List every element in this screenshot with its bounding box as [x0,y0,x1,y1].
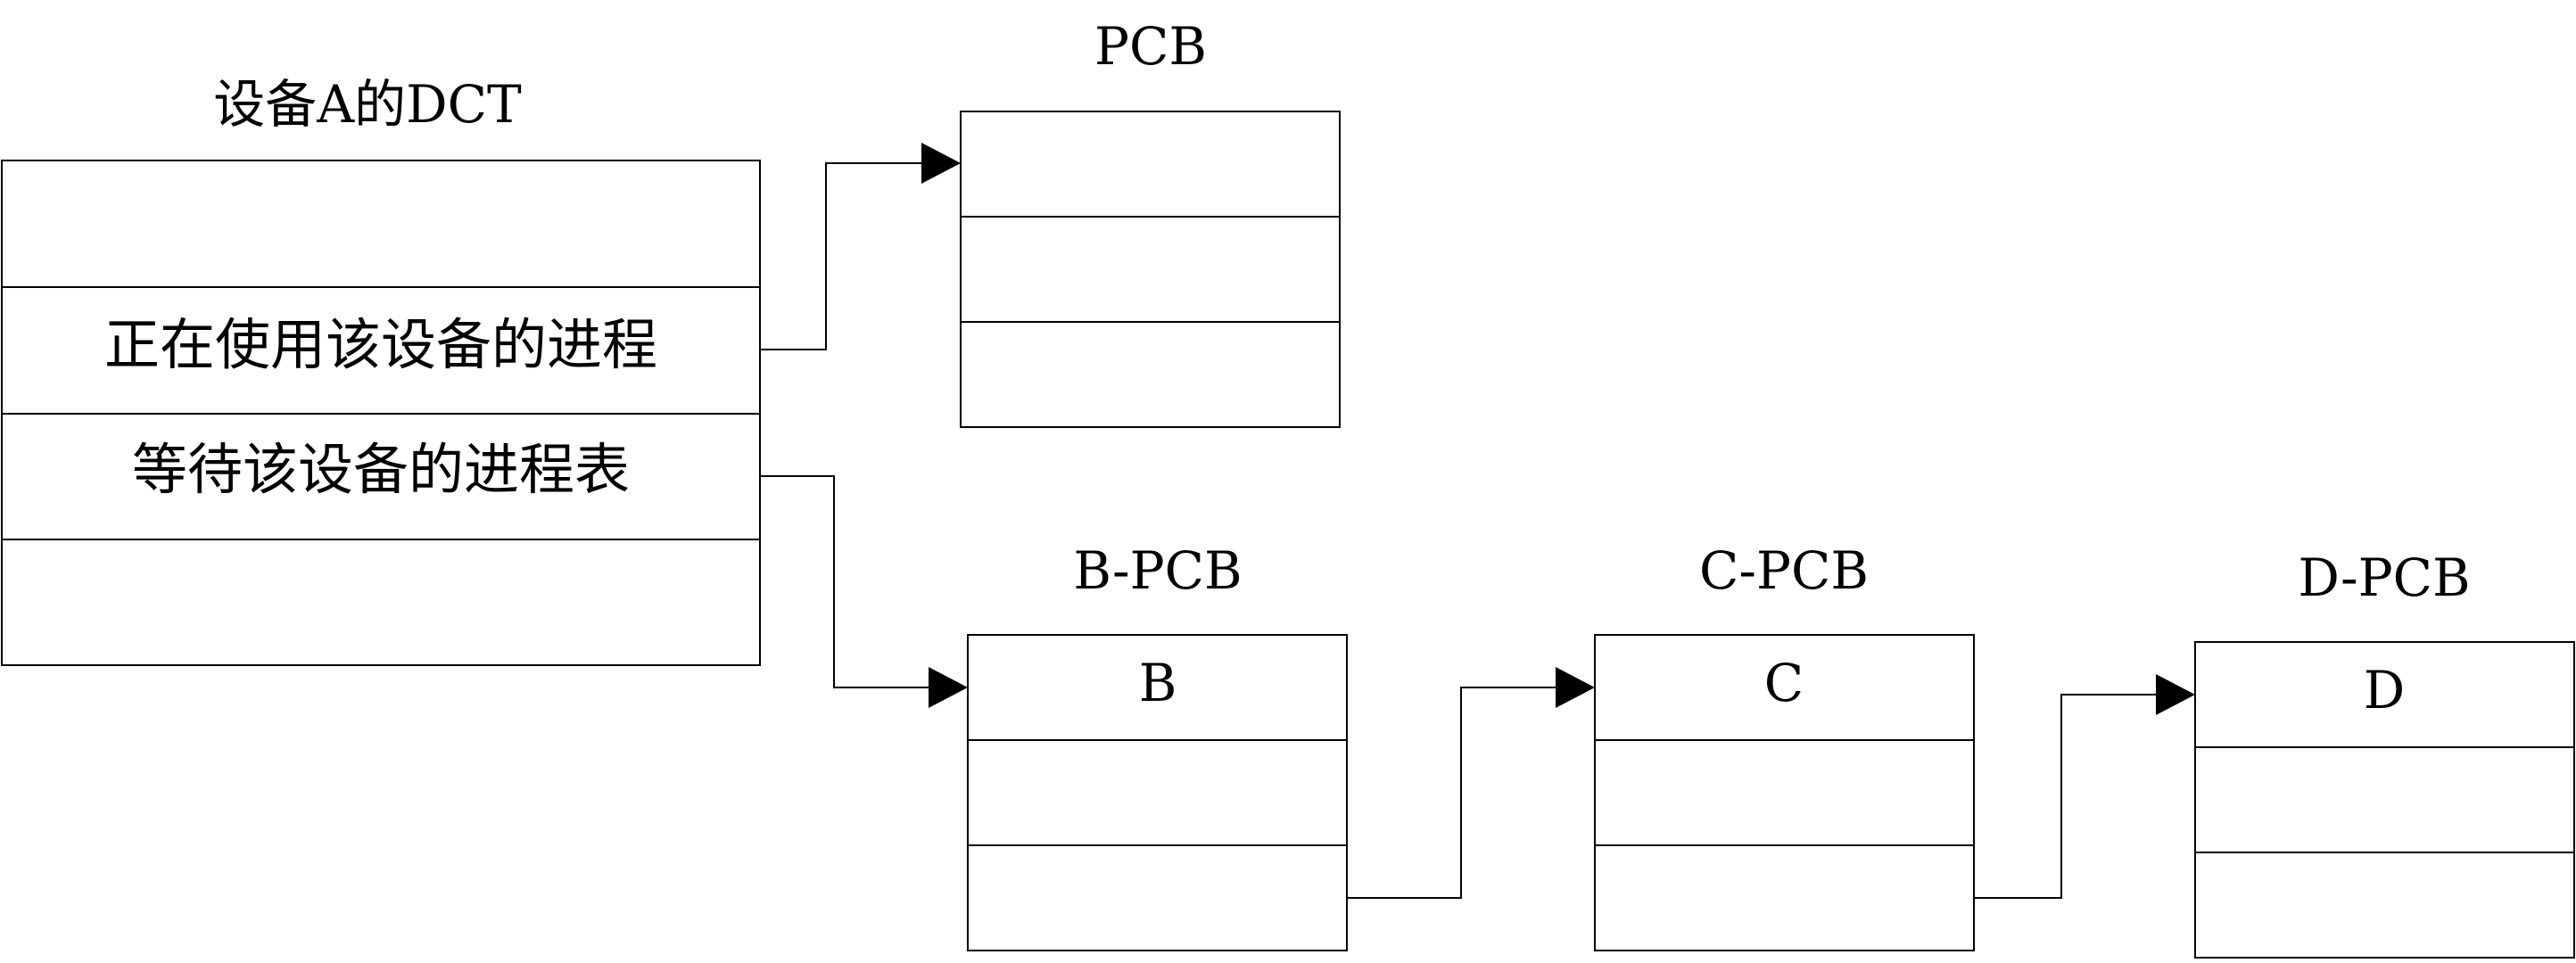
pcb-top-title: PCB [1094,16,1207,77]
pcb-d: D-PCB D [2194,547,2575,959]
pcb-c: C-PCB C [1594,540,1975,951]
connector-b-to-c-pcb [1347,667,1595,899]
dct-title: 设备A的DCT [213,74,522,135]
pcb-c-title: C-PCB [1699,540,1869,601]
dct-table: 设备A的DCT 正在使用该设备的进程 等待该设备的进程表 [1,74,761,666]
dct-row-current-process: 正在使用该设备的进程 [104,312,657,377]
connector-dct-to-pcb [760,143,961,350]
connector-line [760,475,930,688]
pcb-b-label: B [1139,653,1177,713]
pcb-b: B-PCB B [967,540,1348,951]
pcb-b-box [967,634,1348,951]
arrowhead-icon [921,143,961,184]
arrowhead-icon [2156,674,2195,715]
dct-row-waiting-queue: 等待该设备的进程表 [132,437,630,502]
pcb-d-box [2194,641,2575,959]
pcb-d-label: D [2364,660,2406,720]
connector-line [1974,694,2158,899]
pcb-b-title: B-PCB [1073,540,1242,601]
pcb-top: PCB [960,16,1341,428]
pcb-c-label: C [1764,653,1804,713]
arrowhead-icon [929,667,968,708]
pcb-d-title: D-PCB [2298,547,2470,608]
pcb-top-box [960,111,1341,428]
connector-line [760,162,923,350]
connector-dct-to-b-pcb [760,475,968,708]
arrowhead-icon [1556,667,1595,708]
pcb-c-box [1594,634,1975,951]
connector-line [1347,687,1557,899]
connector-c-to-d-pcb [1974,674,2195,899]
